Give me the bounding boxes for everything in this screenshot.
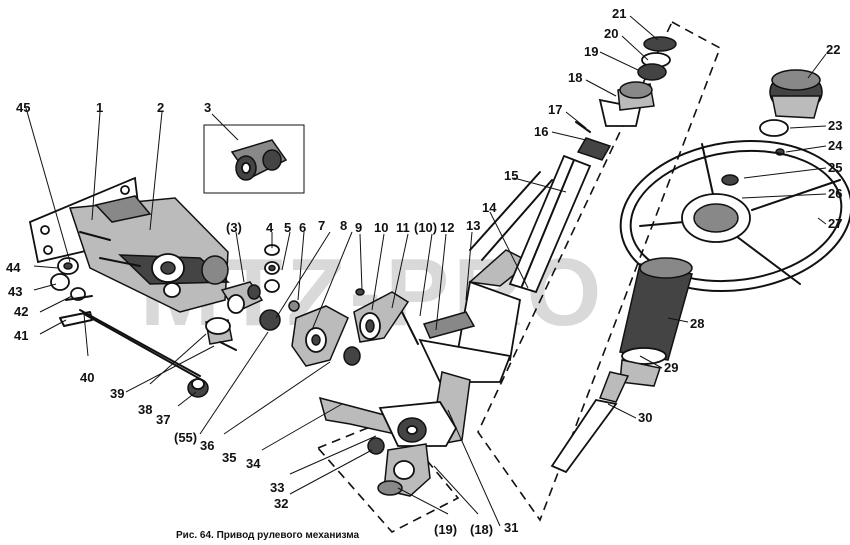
callout-37: 37: [156, 412, 170, 427]
callout-39: 39: [110, 386, 124, 401]
callout-10: 10: [374, 220, 388, 235]
callout-8: 8: [340, 218, 347, 233]
callout-labels: 1 2 3 (3) 4 5 6 7 8 9 10 11 (10) 12 13 1…: [6, 6, 843, 537]
horn-cap: [759, 69, 823, 156]
column-shroud: [550, 257, 693, 474]
callout-28: 28: [690, 316, 704, 331]
callout-18-ref: (18): [470, 522, 493, 537]
figure-caption: Рис. 64. Привод рулевого механизма: [176, 530, 360, 541]
callout-45: 45: [16, 100, 30, 115]
left-lever-parts: [50, 257, 203, 381]
callout-7: 7: [318, 218, 325, 233]
callout-9: 9: [355, 220, 362, 235]
leader-lines: [25, 15, 827, 527]
inset-box-part-3: [203, 124, 305, 194]
small-parts-35-39: [187, 317, 237, 398]
callout-43: 43: [8, 284, 22, 299]
fork-part-8: [291, 305, 349, 367]
callout-11: 11: [396, 220, 410, 235]
callout-29: 29: [664, 360, 678, 375]
steering-wheel: [619, 139, 850, 293]
callout-20: 20: [604, 26, 618, 41]
callout-27: 27: [828, 216, 842, 231]
lower-bracket: [318, 396, 458, 497]
callout-1: 1: [96, 100, 103, 115]
nut-stack: [617, 36, 677, 111]
callout-12: 12: [440, 220, 454, 235]
callout-44: 44: [6, 260, 21, 275]
column-assembly-outline: [477, 20, 721, 522]
callout-30: 30: [638, 410, 652, 425]
callout-5: 5: [284, 220, 291, 235]
callout-42: 42: [14, 304, 28, 319]
callout-34: 34: [246, 456, 261, 471]
cross-spider-7: [259, 300, 300, 331]
callout-19: 19: [584, 44, 598, 59]
callout-19-ref: (19): [434, 522, 457, 537]
yoke-part-11: [343, 288, 419, 366]
callout-17: 17: [548, 102, 562, 117]
steering-gear-housing: [28, 176, 230, 313]
callout-18: 18: [568, 70, 582, 85]
callout-32: 32: [274, 496, 288, 511]
callout-22: 22: [826, 42, 840, 57]
callout-31: 31: [504, 520, 518, 535]
callout-2: 2: [157, 100, 164, 115]
callout-41: 41: [14, 328, 28, 343]
callout-15: 15: [504, 168, 518, 183]
fork-part-3: [220, 281, 264, 314]
callout-36: 36: [200, 438, 214, 453]
callout-23: 23: [828, 118, 842, 133]
callout-21: 21: [612, 6, 626, 21]
callout-14: 14: [482, 200, 497, 215]
callout-35: 35: [222, 450, 236, 465]
callout-26: 26: [828, 186, 842, 201]
callout-3: 3: [204, 100, 211, 115]
callout-10-ref: (10): [414, 220, 437, 235]
callout-33: 33: [270, 480, 284, 495]
callout-4: 4: [266, 220, 274, 235]
callout-40: 40: [80, 370, 94, 385]
washers-4-5-6: [264, 244, 280, 293]
callout-13: 13: [466, 218, 480, 233]
callout-38: 38: [138, 402, 152, 417]
callout-6: 6: [299, 220, 306, 235]
callout-25: 25: [828, 160, 842, 175]
callout-24: 24: [828, 138, 843, 153]
callout-55-ref: (55): [174, 430, 197, 445]
callout-3-ref: (3): [226, 220, 242, 235]
cardan-fork-inset: [230, 139, 288, 181]
lower-column: [418, 171, 553, 447]
callout-16: 16: [534, 124, 548, 139]
